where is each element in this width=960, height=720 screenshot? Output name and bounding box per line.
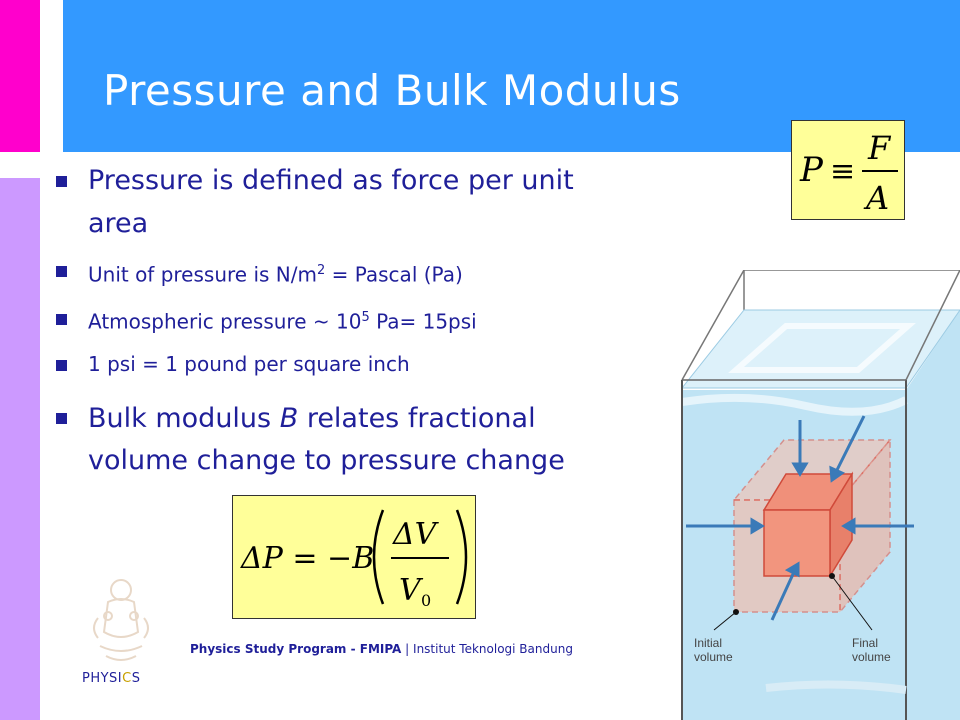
pressure-equation: P ≡ F A	[791, 120, 905, 220]
bulk-compression-figure	[680, 270, 960, 720]
eq2-lhs: ΔP = −B	[240, 541, 374, 576]
footer: Physics Study Program - FMIPA | Institut…	[190, 642, 573, 656]
eq2-denominator: V	[399, 573, 424, 608]
bullet-marker	[56, 413, 67, 424]
pressure-equation-math: P ≡ F A	[799, 129, 898, 217]
physics-brand: PHYSICS	[82, 671, 141, 686]
bullet-marker	[56, 176, 67, 187]
bullet-atmospheric-pressure: Atmospheric pressure ~ 105 Pa= 15psi	[88, 309, 477, 334]
institute-logo	[93, 579, 149, 661]
bullet-marker	[56, 360, 67, 371]
eq1-lhs: P	[799, 150, 824, 190]
bullet-pressure-unit: Unit of pressure is N/m2 = Pascal (Pa)	[88, 262, 463, 287]
bullet-bulk-modulus-cont: volume change to pressure change	[88, 445, 565, 476]
lilac-accent-bar	[0, 178, 40, 720]
bullet-marker	[56, 266, 67, 277]
footer-institute: Institut Teknologi Bandung	[413, 642, 573, 656]
bullet-pressure-definition: Pressure is defined as force per unit	[88, 165, 574, 196]
footer-program: Physics Study Program - FMIPA	[190, 642, 402, 656]
bullet-pressure-definition-cont: area	[88, 208, 149, 239]
bullet-bulk-modulus: Bulk modulus B relates fractional	[88, 403, 536, 434]
eq2-denominator-sub: 0	[421, 591, 431, 610]
bulk-modulus-equation: ΔP = −B ΔV V 0	[232, 495, 476, 619]
magenta-accent-bar	[0, 0, 40, 152]
eq2-numerator: ΔV	[392, 517, 440, 552]
bullet-marker	[56, 314, 67, 325]
footer-separator: |	[401, 642, 414, 656]
eq1-denominator: A	[863, 179, 889, 217]
bulk-modulus-equation-math: ΔP = −B ΔV V 0	[240, 509, 468, 610]
bullet-psi-definition: 1 psi = 1 pound per square inch	[88, 352, 410, 376]
slide-title: Pressure and Bulk Modulus	[103, 66, 681, 115]
eq1-symbol: ≡	[830, 154, 855, 189]
eq1-numerator: F	[867, 129, 892, 167]
